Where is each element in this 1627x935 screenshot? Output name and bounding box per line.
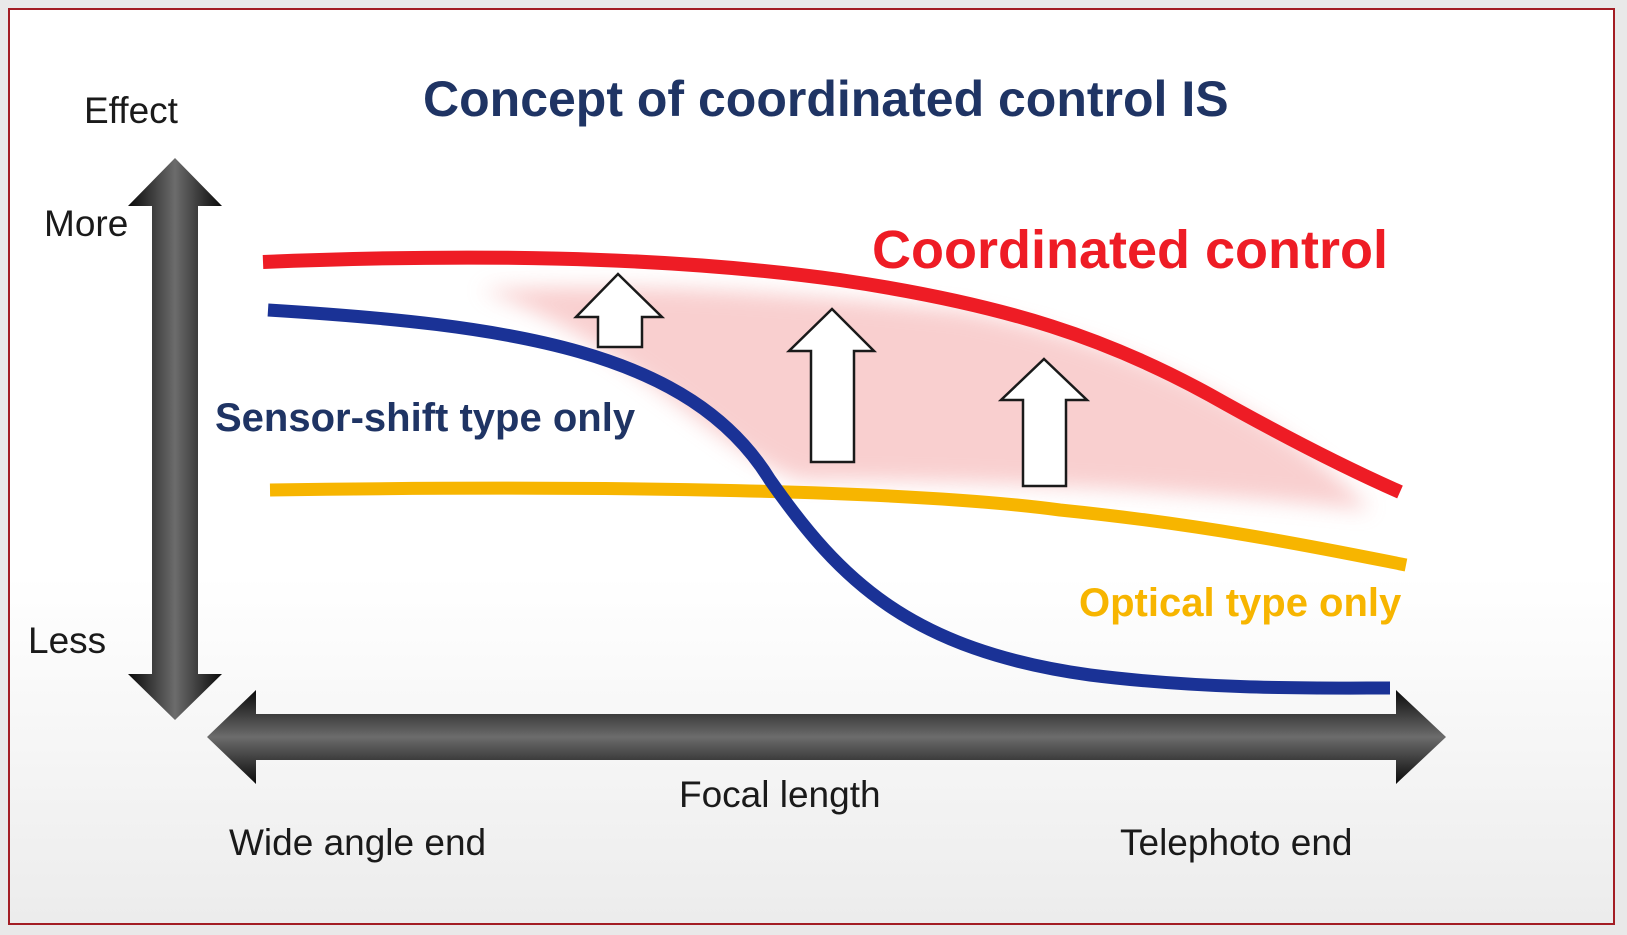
diagram-graphics [128, 158, 1446, 784]
sensor-shift-label: Sensor-shift type only [215, 396, 636, 440]
sensor-shift-curve [267, 303, 1391, 695]
x-axis-right-label: Telephoto end [1120, 822, 1353, 863]
coordinated-curve [262, 250, 1403, 499]
x-axis-label: Focal length [679, 774, 881, 815]
y-axis-bottom-label: Less [28, 620, 107, 661]
x-axis-left-label: Wide angle end [229, 822, 487, 863]
gain-region [480, 286, 1370, 510]
up-arrow-outline-icon [573, 272, 666, 349]
double-arrow-horizontal [207, 690, 1446, 784]
page-title: Concept of coordinated control IS [423, 71, 1229, 127]
coordinated-control-label: Coordinated control [872, 220, 1388, 280]
optical-label: Optical type only [1079, 581, 1402, 625]
slide-canvas: Concept of coordinated control IS Effect… [8, 8, 1615, 925]
optical-curve [269, 481, 1408, 572]
up-arrow-outline-icon [785, 307, 878, 464]
y-axis-label: Effect [84, 90, 178, 131]
y-axis-top-label: More [44, 203, 129, 244]
double-arrow-vertical [128, 158, 222, 720]
up-arrow-outline-icon [997, 357, 1091, 488]
